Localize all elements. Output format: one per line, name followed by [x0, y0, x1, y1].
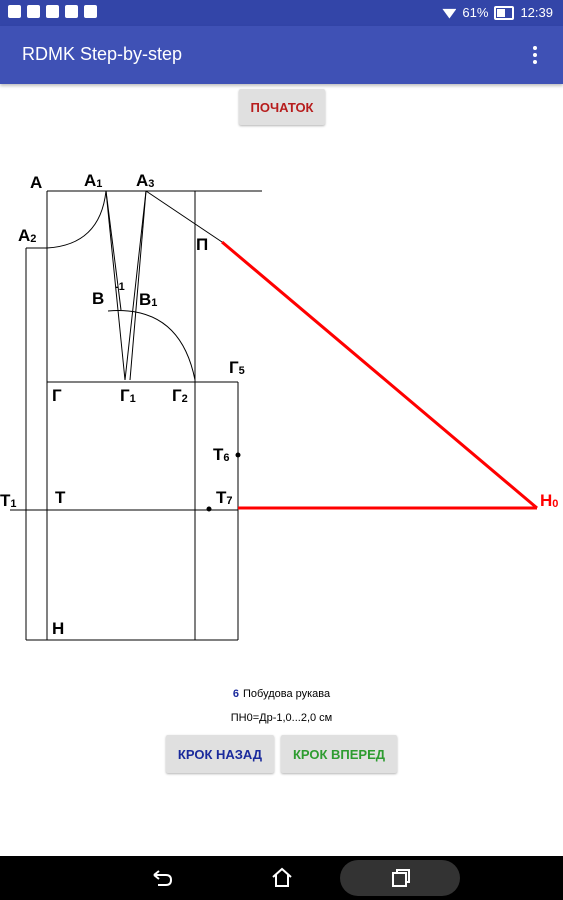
status-right: 61% 12:39 [442, 5, 553, 20]
svg-text:Г5: Г5 [229, 358, 245, 377]
neck-curve [46, 190, 107, 249]
shoulder-line [145, 190, 223, 243]
app-title: RDMK Step-by-step [22, 44, 183, 64]
recents-pill [340, 860, 460, 896]
app-bar: RDMK Step-by-step [0, 26, 563, 84]
status-bar: 61% 12:39 [0, 0, 563, 26]
label-g2: Г [172, 386, 182, 405]
svg-text:П: П [196, 235, 208, 254]
step-back-button[interactable]: КРОК НАЗАД [166, 735, 274, 773]
svg-text:В: В [92, 289, 104, 308]
svg-text:Н: Н [52, 619, 64, 638]
svg-text:Г: Г [52, 386, 62, 405]
svg-text:А1: А1 [84, 171, 102, 190]
svg-text:Г1: Г1 [120, 386, 136, 405]
svg-text:-1: -1 [115, 281, 125, 293]
label-v: В [92, 289, 104, 308]
svg-text:А3: А3 [136, 171, 154, 190]
svg-text:А2: А2 [18, 226, 36, 245]
back-icon[interactable] [150, 866, 174, 890]
sleeve-line-top [221, 240, 538, 510]
battery-percent: 61% [462, 5, 489, 20]
label-a1: А [84, 171, 96, 190]
svg-text:Г2: Г2 [172, 386, 188, 405]
svg-text:Т1: Т1 [0, 491, 17, 510]
label-g1: Г [120, 386, 130, 405]
label-t1: Т [0, 491, 11, 510]
step-formula: ПН0=Др-1,0...2,0 см [230, 712, 333, 724]
start-button[interactable]: ПОЧАТОК [239, 89, 325, 125]
point-t7 [206, 506, 212, 512]
wifi-icon [442, 8, 457, 19]
svg-text:Т6: Т6 [213, 445, 230, 464]
armhole-curve [107, 310, 196, 381]
warning-icon [65, 5, 78, 18]
label-v1: В [139, 290, 151, 309]
image-icon [84, 5, 97, 18]
svg-text:Т7: Т7 [216, 488, 233, 507]
pattern-diagram: А А1 А3 А2 П В В1 -1 Г5 Г Г1 Г2 Т6 Т1 Т … [0, 171, 558, 641]
step-forward-button[interactable]: КРОК ВПЕРЕД [281, 735, 397, 773]
notification-icon [8, 5, 21, 18]
label-t: Т [55, 488, 66, 507]
home-icon[interactable] [270, 866, 294, 890]
label-a: А [30, 173, 42, 192]
mail-icon [46, 5, 59, 18]
svg-text:Т: Т [55, 488, 66, 507]
label-a2: А [18, 226, 30, 245]
recent-apps-icon[interactable] [389, 866, 413, 890]
label-g: Г [52, 386, 62, 405]
label-t6: Т [213, 445, 224, 464]
clock: 12:39 [520, 5, 553, 20]
svg-text:Н0: Н0 [540, 491, 558, 510]
notification-icons [8, 5, 97, 18]
more-vert-icon[interactable] [533, 46, 537, 64]
notification-icon [27, 5, 40, 18]
label-minus1: -1 [115, 281, 125, 293]
step-title: Побудова рукава [242, 688, 331, 700]
svg-text:А: А [30, 173, 42, 192]
step-number: 6 [232, 688, 239, 700]
label-p: П [196, 235, 208, 254]
label-h: Н [52, 619, 64, 638]
system-nav-bar [0, 856, 563, 900]
label-t7: Т [216, 488, 227, 507]
battery-icon [494, 5, 515, 20]
svg-text:В1: В1 [139, 290, 157, 309]
label-g5: Г [229, 358, 239, 377]
label-a3: А [136, 171, 148, 190]
point-t6 [235, 452, 241, 458]
label-h0: Н [540, 491, 552, 510]
